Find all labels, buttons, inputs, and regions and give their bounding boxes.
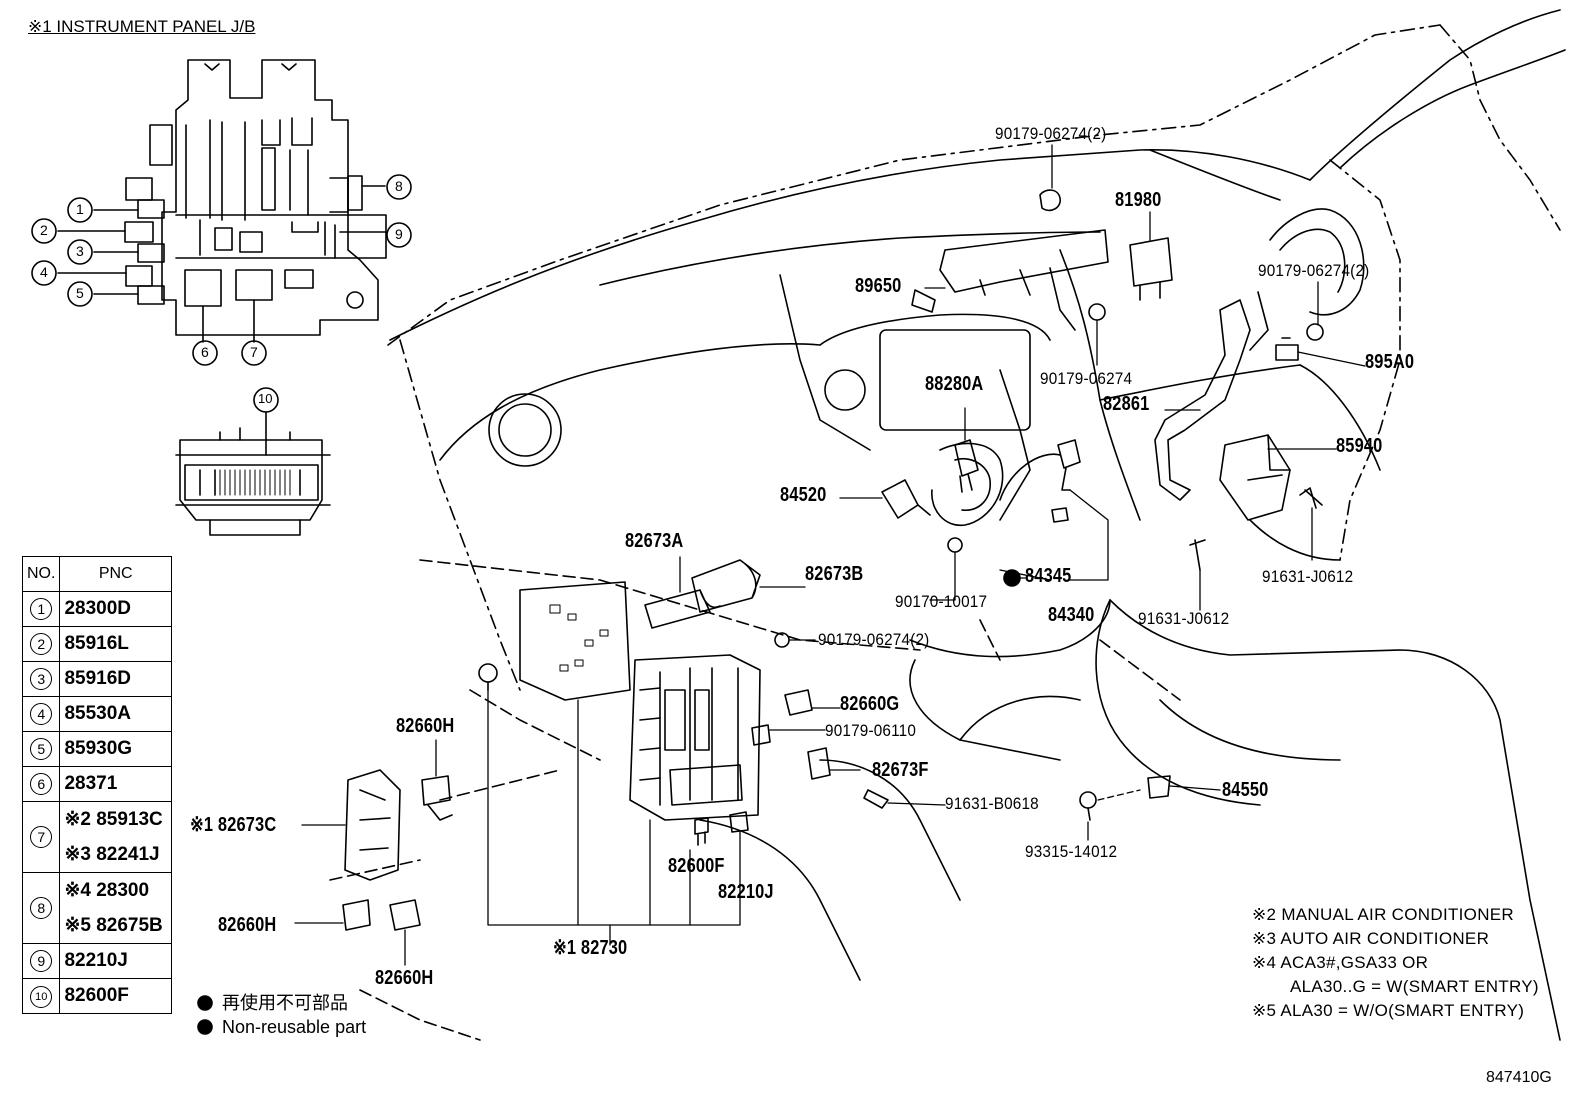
callout-2: 2 — [40, 222, 48, 238]
row-pnc: 28300D — [59, 591, 172, 627]
table-row: 6 28371 — [21, 766, 172, 802]
callout-5: 5 — [76, 285, 84, 301]
label-82673A: 82673A — [625, 530, 684, 552]
label-82660H-bottom: 82660H — [375, 967, 434, 989]
callout-9: 9 — [395, 226, 403, 242]
table-row: 10 82600F — [21, 978, 172, 1014]
row-pnc: 82210J — [59, 943, 172, 979]
row-number: 7 — [30, 826, 53, 848]
label-88280A: 88280A — [925, 373, 984, 395]
row-number: 8 — [30, 897, 53, 919]
label-93315-14012: 93315-14012 — [1025, 842, 1118, 861]
row-number: 10 — [30, 986, 53, 1008]
label-89650: 89650 — [855, 275, 902, 297]
row-number: 9 — [30, 950, 53, 972]
row-pnc: ※3 82241J — [64, 844, 160, 865]
label-82730: ※1 82730 — [553, 937, 628, 959]
label-90179-06274-low: 90179-06274(2) — [818, 630, 930, 649]
row-pnc: 82600F — [59, 978, 172, 1014]
row-pnc: 85530A — [59, 696, 172, 732]
table-header-pnc: PNC — [59, 556, 172, 592]
row-number: 2 — [30, 633, 53, 655]
label-82673F: 82673F — [872, 759, 929, 781]
row-number: 3 — [30, 668, 53, 690]
row-pnc: 85930G — [59, 731, 172, 767]
label-82660H-top: 82660H — [396, 715, 455, 737]
label-84340: 84340 — [1048, 604, 1095, 626]
row-pnc: 85916D — [59, 661, 172, 697]
legend-jp: 再使用不可部品 — [222, 993, 348, 1013]
table-row: 8 ※4 28300 ※5 82675B — [21, 872, 172, 944]
legend-dot-en — [197, 1019, 213, 1035]
table-row: 3 85916D — [21, 661, 172, 697]
leader-lines — [294, 144, 1366, 966]
item-10-module-drawing — [175, 411, 331, 536]
callout-1: 1 — [76, 201, 84, 217]
row-pnc: 85916L — [59, 626, 172, 662]
note-2: ※2 MANUAL AIR CONDITIONER — [1252, 905, 1514, 924]
legend-en: Non-reusable part — [222, 1017, 367, 1037]
label-82673C: ※1 82673C — [190, 814, 277, 836]
row-pnc: ※5 82675B — [64, 915, 163, 936]
label-90179-06274-mid: 90179-06274 — [1040, 369, 1133, 388]
label-85940: 85940 — [1336, 435, 1383, 457]
label-81980: 81980 — [1115, 189, 1162, 211]
table-row: 2 85916L — [21, 626, 172, 662]
row-number: 4 — [30, 703, 53, 725]
note-4: ※4 ACA3#,GSA33 OR — [1252, 953, 1429, 972]
label-84520: 84520 — [780, 484, 827, 506]
callout-10: 10 — [258, 391, 273, 406]
label-90179-06110: 90179-06110 — [825, 721, 917, 740]
figure-code: 847410G — [1486, 1069, 1552, 1086]
table-header-no: NO. — [21, 556, 61, 592]
label-82861: 82861 — [1103, 393, 1150, 415]
dashboard-lines — [389, 9, 1566, 1041]
label-895A0: 895A0 — [1365, 351, 1415, 373]
label-91631-B0618: 91631-B0618 — [945, 794, 1039, 813]
row-number: 1 — [30, 598, 53, 620]
callout-6: 6 — [201, 344, 209, 360]
dashboard-outline — [387, 24, 1561, 691]
part-shapes — [342, 189, 1324, 931]
label-84550: 84550 — [1222, 779, 1269, 801]
label-82660G: 82660G — [840, 693, 900, 715]
row-number: 6 — [30, 773, 53, 795]
table-row: 5 85930G — [21, 731, 172, 767]
table-row: 9 82210J — [21, 943, 172, 979]
pnc-table: NO. PNC 1 28300D 2 85916L 3 85916D 4 855… — [21, 556, 172, 1014]
note-5: ※5 ALA30 = W/O(SMART ENTRY) — [1252, 1001, 1525, 1020]
row-number: 5 — [30, 738, 53, 760]
row-pnc: ※4 28300 — [64, 880, 150, 901]
label-84345: 84345 — [1025, 565, 1072, 587]
diagram-title: ※1 INSTRUMENT PANEL J/B — [28, 17, 256, 36]
table-row: 4 85530A — [21, 696, 172, 732]
table-row: 1 28300D — [21, 591, 172, 627]
label-82673B: 82673B — [805, 563, 864, 585]
label-82600F: 82600F — [668, 855, 725, 877]
label-91631-J0612-left: 91631-J0612 — [1138, 609, 1230, 628]
note-3: ※3 AUTO AIR CONDITIONER — [1252, 929, 1490, 948]
label-82660H-left: 82660H — [218, 914, 277, 936]
label-90179-06274-right: 90179-06274(2) — [1258, 261, 1370, 280]
table-row: 7 ※2 85913C ※3 82241J — [21, 801, 172, 873]
label-90170-10017: 90170-10017 — [895, 592, 988, 611]
label-82210J: 82210J — [718, 881, 774, 903]
table-header-row: NO. PNC — [21, 556, 172, 592]
callout-8: 8 — [395, 178, 403, 194]
callout-3: 3 — [76, 243, 84, 259]
callout-4: 4 — [40, 264, 48, 280]
junction-block-drawing — [31, 59, 412, 413]
label-90179-06274-top: 90179-06274(2) — [995, 124, 1107, 143]
note-4-cont: ALA30..G = W(SMART ENTRY) — [1290, 977, 1539, 996]
row-pnc: ※2 85913C — [64, 809, 163, 830]
dashboard-dashed-lower — [329, 559, 1181, 1041]
row-pnc: 28371 — [59, 766, 172, 802]
legend-dot-jp — [197, 995, 213, 1011]
callout-7: 7 — [250, 344, 258, 360]
label-91631-J0612-right: 91631-J0612 — [1262, 567, 1354, 586]
